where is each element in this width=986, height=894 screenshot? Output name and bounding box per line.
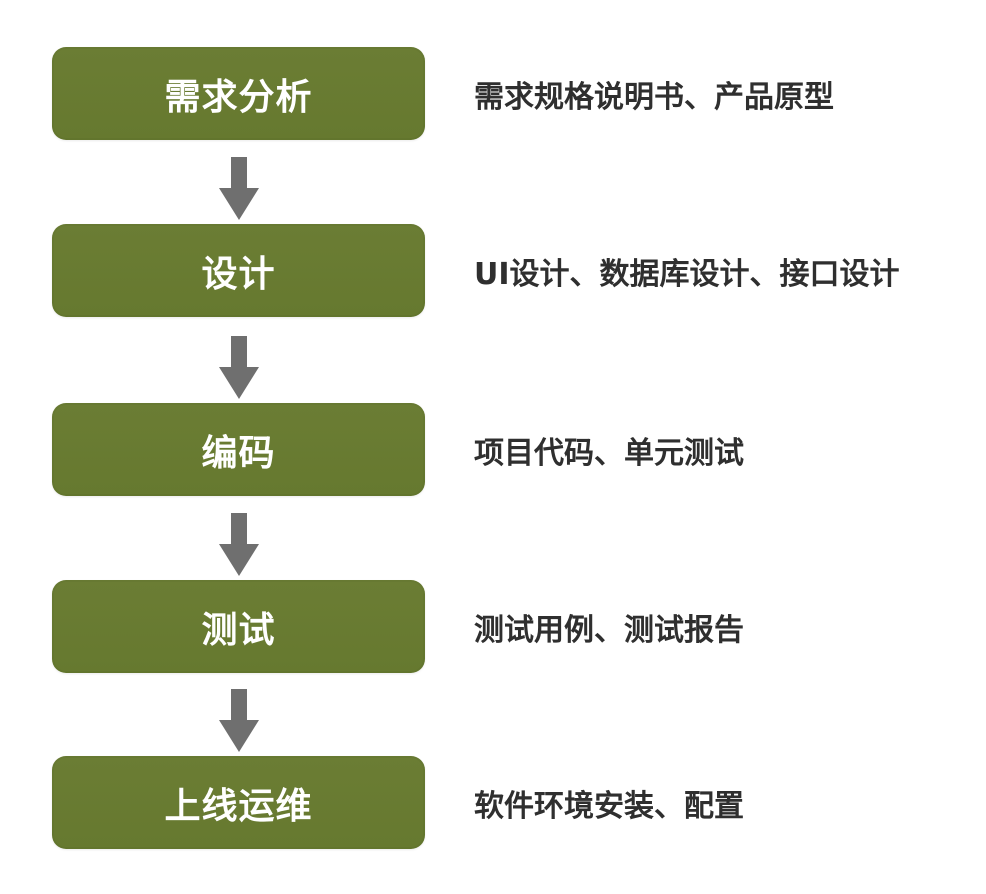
down-arrow-icon xyxy=(219,336,259,399)
stage-design-box: 设计 xyxy=(52,224,425,317)
stage-testing-deliverables: 测试用例、测试报告 xyxy=(474,612,744,648)
stage-coding-deliverables: 项目代码、单元测试 xyxy=(474,435,744,471)
stage-deployment-operations-box: 上线运维 xyxy=(52,756,425,849)
down-arrow-icon xyxy=(219,689,259,752)
stage-deployment-operations-deliverables: 软件环境安装、配置 xyxy=(474,788,744,824)
stage-requirements-analysis-deliverables: 需求规格说明书、产品原型 xyxy=(474,79,834,115)
down-arrow-icon xyxy=(219,513,259,576)
stage-design-deliverables: UI设计、数据库设计、接口设计 xyxy=(474,256,900,292)
stage-coding-box: 编码 xyxy=(52,403,425,496)
down-arrow-icon xyxy=(219,157,259,220)
stage-requirements-analysis-box: 需求分析 xyxy=(52,47,425,140)
stage-testing-box: 测试 xyxy=(52,580,425,673)
